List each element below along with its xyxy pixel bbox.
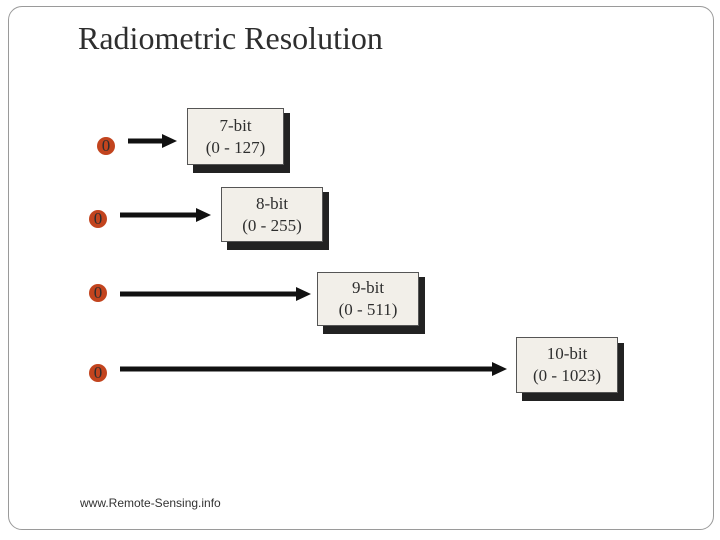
value-range-label: (0 - 127)	[205, 138, 266, 157]
source-footer: www.Remote-Sensing.info	[80, 496, 221, 510]
start-marker	[97, 137, 115, 155]
start-marker	[89, 210, 107, 228]
start-value-label: 0	[101, 136, 111, 155]
bit-depth-label: 9-bit	[351, 278, 385, 297]
bit-depth-box: 7-bit (0 - 127)	[187, 108, 284, 165]
bit-depth-label: 7-bit	[219, 116, 252, 135]
bit-depth-box: 8-bit (0 - 255)	[221, 187, 323, 242]
bit-depth-box: 10-bit (0 - 1023)	[516, 337, 618, 393]
bit-depth-label: 10-bit	[546, 344, 588, 363]
slide-title: Radiometric Resolution	[78, 20, 383, 56]
start-value-label: 0	[93, 209, 103, 228]
slide-frame	[8, 6, 714, 530]
bit-depth-box: 9-bit (0 - 511)	[317, 272, 419, 326]
bit-depth-label: 8-bit	[255, 194, 289, 213]
start-marker	[89, 284, 107, 302]
value-range-label: (0 - 255)	[242, 216, 302, 235]
value-range-label: (0 - 511)	[338, 300, 398, 319]
value-range-label: (0 - 1023)	[533, 366, 601, 385]
start-value-label: 0	[93, 283, 103, 302]
start-marker	[89, 364, 107, 382]
start-value-label: 0	[93, 363, 103, 382]
